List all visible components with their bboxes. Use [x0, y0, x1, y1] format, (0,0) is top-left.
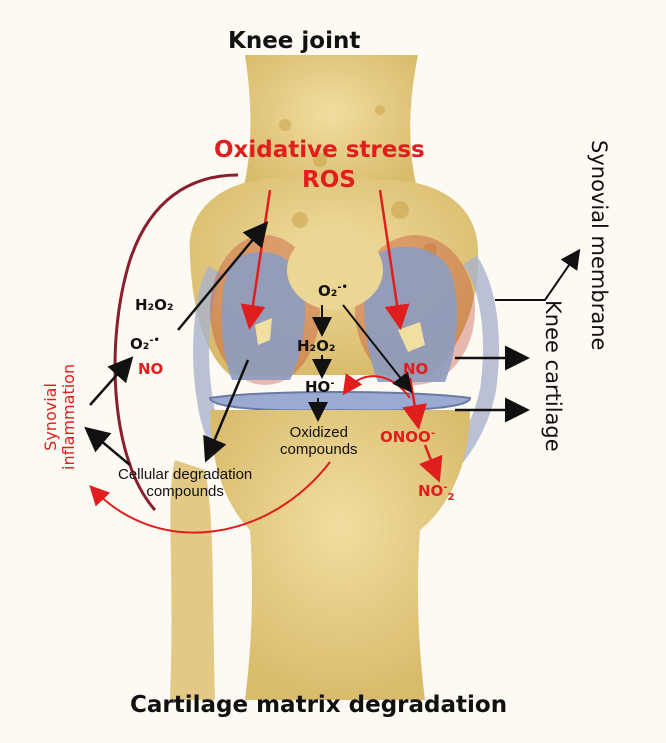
synovial-inflammation-label: Synovial inflammation [41, 363, 78, 470]
fibula [170, 460, 215, 700]
red-arrow-right [378, 189, 410, 330]
knee-cartilage-label: Knee cartilage [541, 300, 565, 452]
no2-label: NO-2 [418, 482, 455, 503]
inflammation-loop [113, 173, 239, 512]
no-right: NO [403, 360, 429, 378]
diagram-title: Knee joint [228, 28, 361, 54]
tibia [210, 410, 470, 700]
red-arrow-curve-bottom [89, 461, 331, 534]
ros-label: ROS [302, 167, 356, 193]
arrow-cartilage-to-cellular [203, 359, 250, 463]
no-left: NO [138, 360, 164, 378]
oxidized-line2: compounds [280, 441, 358, 458]
red-arrow-onoo-no2 [419, 444, 443, 483]
oxidized-line1: Oxidized [289, 424, 348, 441]
arrow-up-to-o2 [89, 356, 134, 406]
o2-left: O₂-• [130, 335, 160, 353]
synovial-membrane-label: Synovial membrane [587, 140, 611, 351]
ho-center: HO- [305, 378, 335, 396]
meniscus [208, 391, 472, 412]
arrow-o2-to-femur [177, 221, 269, 331]
onoo-label: ONOO- [380, 428, 435, 446]
cellular-degradation-label: Cellular degradation compounds [118, 466, 252, 500]
intercondylar-bone [287, 230, 383, 310]
femur-shaft [240, 55, 420, 200]
synovial-inflammation-line1: Synovial [41, 383, 60, 451]
oxidative-stress-label: Oxidative stress [214, 137, 425, 163]
cartilage-right [364, 246, 458, 382]
oxidized-compounds-label: Oxidized compounds [280, 424, 358, 458]
arrow-o2-to-onoo [342, 304, 413, 394]
arrow-cellular-to-inflammation [84, 426, 131, 466]
cellular-line2: compounds [146, 483, 224, 500]
cellular-line1: Cellular degradation [118, 466, 253, 483]
h2o2-left: H₂O₂ [135, 296, 174, 314]
h2o2-center: H₂O₂ [297, 337, 336, 355]
footer-label: Cartilage matrix degradation [130, 692, 508, 718]
synovial-inflammation-line2: inflammation [59, 363, 78, 470]
synovial-membrane-pointer [495, 248, 581, 301]
red-arrow-left [240, 189, 272, 330]
o2-center: O₂-• [318, 282, 348, 300]
